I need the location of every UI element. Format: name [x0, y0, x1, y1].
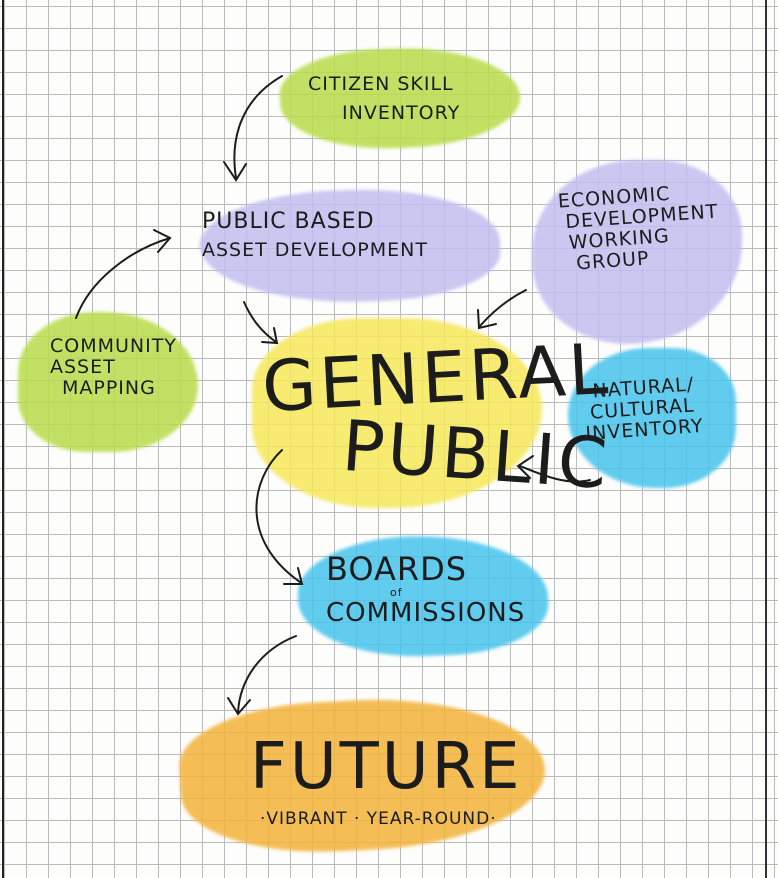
community-line3: Mapping [62, 376, 156, 399]
general-public-highlight [252, 318, 542, 508]
economic-development-highlight [532, 160, 742, 344]
public-based-line1: Public Based [202, 209, 375, 234]
community-asset-mapping-label: Community Asset Mapping [50, 336, 177, 399]
page-edge-left [2, 0, 4, 878]
future-label: Future ·Vibrant · Year-Round· [214, 732, 523, 829]
arrow-citizen-to-public [233, 75, 283, 179]
future-line2: ·Vibrant · Year-Round· [260, 809, 497, 830]
boards-line1: Boards [326, 550, 468, 588]
arrow-public-to-general [243, 301, 277, 343]
boards-of-commissions-label: Boards of Commissions [326, 550, 526, 629]
arrow-head-community [153, 229, 172, 253]
citizen-skill-line1: Citizen Skill [308, 73, 454, 95]
citizen-skill-inventory-label: Citizen Skill Inventory [308, 74, 460, 124]
community-line2: Asset [50, 355, 116, 378]
general-public-label: General Public [260, 328, 613, 505]
arrow-boards-to-future [237, 635, 297, 713]
arrow-head-general [283, 567, 304, 585]
public-based-line2: Asset Development [202, 239, 428, 262]
public-based-asset-development-label: Public Based Asset Development [202, 209, 428, 262]
arrow-head-economic [477, 309, 497, 330]
arrow-head-citizen [223, 161, 247, 182]
natural-cultural-inventory-label: Natural/ Cultural Inventory [582, 373, 704, 444]
natural-cultural-highlight [568, 348, 736, 488]
arrow-general-to-boards [255, 449, 301, 583]
arrow-head-boards [227, 697, 251, 716]
arrow-community-to-public [75, 237, 171, 319]
future-line1: Future [250, 730, 523, 804]
arrow-head-public [261, 327, 279, 345]
public-line: Public [339, 404, 613, 506]
citizen-skill-line2: Inventory [342, 101, 461, 124]
arrow-natural-to-general [519, 465, 591, 483]
boards-line2: of [390, 586, 403, 600]
boards-line3: Commissions [326, 598, 526, 629]
economic-development-label: Economic Development Working Group [557, 181, 722, 275]
page-edge-right [765, 0, 767, 878]
community-asset-highlight [18, 312, 198, 452]
arrow-head-natural [516, 455, 534, 479]
arrow-economic-to-general [479, 289, 527, 327]
community-line1: Community [50, 335, 177, 357]
